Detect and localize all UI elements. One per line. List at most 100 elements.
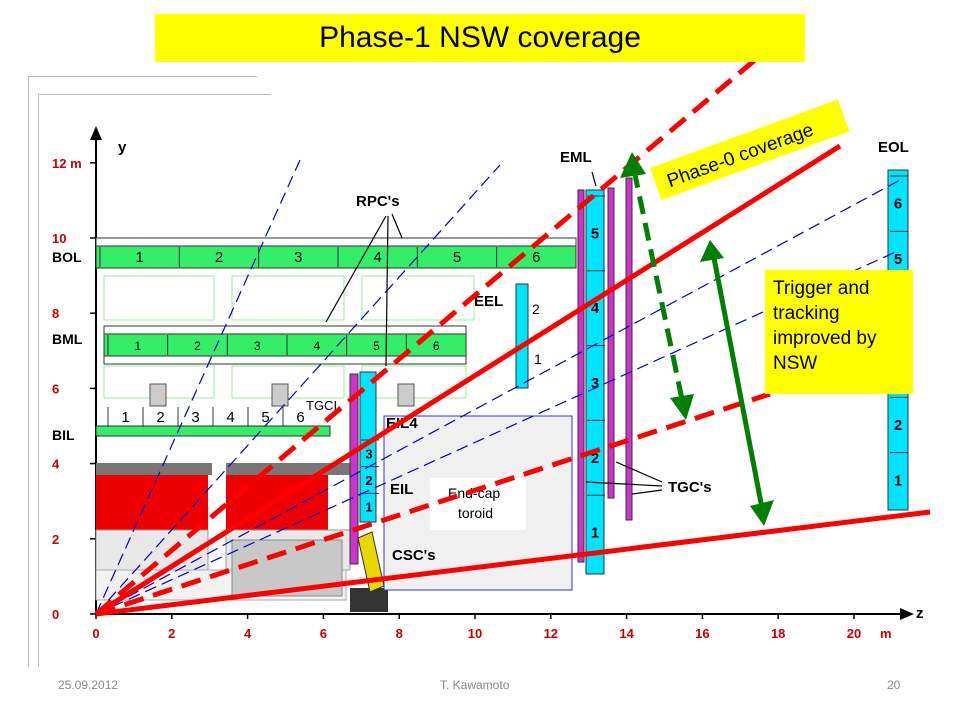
phase0-upper-line bbox=[94, 143, 842, 617]
y-tick-label: 4 bbox=[52, 457, 60, 472]
bml-label: BML bbox=[52, 331, 83, 347]
eta-line-3 bbox=[95, 179, 901, 615]
bml-support-2 bbox=[271, 383, 289, 407]
phase1-gain-arrow bbox=[631, 169, 686, 405]
eml-pointer bbox=[591, 171, 597, 187]
eta-line-1 bbox=[95, 159, 301, 615]
cell-number: 5 bbox=[373, 339, 380, 353]
cell-number: 4 bbox=[226, 409, 234, 426]
x-tick-label: 2 bbox=[168, 626, 175, 641]
cell-number: 4 bbox=[591, 300, 600, 317]
x-tick-label: 0 bbox=[92, 626, 99, 641]
x-axis-arrow bbox=[900, 608, 914, 620]
eil-tgc-strip bbox=[349, 373, 359, 565]
cell-number: 5 bbox=[894, 251, 902, 268]
csc-label: CSC's bbox=[392, 547, 436, 564]
cell-number: 5 bbox=[591, 225, 599, 242]
eol-label: EOL bbox=[878, 139, 909, 156]
slide-frame-outer bbox=[28, 76, 257, 667]
bil-label: BIL bbox=[52, 427, 75, 443]
phase1-gain-arrowhead-top bbox=[620, 152, 646, 178]
eml-chamber bbox=[585, 189, 605, 575]
cell-number: 5 bbox=[261, 409, 269, 426]
cell-number: 4 bbox=[313, 339, 320, 353]
phase0-tag-bg bbox=[650, 99, 850, 200]
eil-label: EIL bbox=[390, 481, 413, 498]
trigger-improvement-arrow bbox=[711, 257, 765, 509]
bml-support-3 bbox=[397, 383, 415, 407]
cell-number: 3 bbox=[294, 249, 302, 266]
cell-number: 6 bbox=[296, 409, 304, 426]
trigger-arrowhead-top bbox=[700, 240, 724, 262]
callout-line-1: Trigger and bbox=[773, 278, 870, 299]
coverage-lines bbox=[94, 52, 931, 617]
green-arrows bbox=[631, 169, 765, 509]
cell-number: 1 bbox=[365, 500, 372, 515]
tgci-label: TGCI bbox=[306, 398, 337, 413]
cell-number: 1 bbox=[134, 339, 141, 353]
phase0-lower-line bbox=[95, 509, 931, 617]
eel-cell-2: 2 bbox=[532, 301, 540, 317]
tgc-pointers bbox=[585, 461, 663, 495]
cell-number: 1 bbox=[121, 409, 129, 426]
callout-line-4: NSW bbox=[773, 353, 818, 374]
callout-line-2: tracking bbox=[773, 303, 840, 324]
calorimeter-top-left bbox=[96, 463, 212, 475]
cell-number: 6 bbox=[532, 249, 540, 266]
trigger-arrowhead-bottom bbox=[750, 500, 774, 526]
cell-number: 3 bbox=[254, 339, 261, 353]
eta-line-2 bbox=[95, 164, 501, 615]
x-axis-label: z bbox=[916, 605, 924, 622]
rpc-pointer-1 bbox=[325, 215, 387, 323]
shielding-block bbox=[350, 588, 388, 612]
cell-number: 4 bbox=[373, 249, 381, 266]
footer-page-number: 20 bbox=[887, 678, 901, 692]
tgc-pointer-2 bbox=[585, 481, 663, 487]
tgc-pointer-1 bbox=[615, 461, 663, 483]
eml-tgc-strip-2 bbox=[607, 187, 615, 499]
toroid-label-bg bbox=[430, 478, 526, 530]
x-tick-label: 10 bbox=[468, 626, 482, 641]
y-tick-label: 0 bbox=[52, 607, 59, 622]
bml-rpc-strip-top bbox=[103, 325, 467, 335]
eel-label: EEL bbox=[474, 293, 503, 310]
calorimeter-red-left bbox=[96, 475, 208, 530]
y-tick-label: 10 bbox=[52, 231, 66, 246]
bml-support-1 bbox=[149, 383, 167, 407]
x-tick-label: 14 bbox=[619, 626, 634, 641]
y-tick-label: 12 m bbox=[52, 156, 82, 171]
y-tick-label: 2 bbox=[52, 532, 59, 547]
footer-date: 25.09.2012 bbox=[58, 678, 119, 692]
eel-cell-1: 1 bbox=[534, 351, 542, 367]
calorimeter-region bbox=[95, 463, 388, 612]
cell-number: 5 bbox=[453, 249, 461, 266]
footer-author: T. Kawamoto bbox=[440, 678, 510, 692]
bil-chamber bbox=[95, 425, 331, 437]
bml-chamber bbox=[103, 333, 467, 357]
y-tick-label: 6 bbox=[52, 381, 59, 396]
eta-lines bbox=[95, 159, 901, 615]
x-tick-label: 8 bbox=[396, 626, 403, 641]
y-tick-label: 8 bbox=[52, 306, 59, 321]
cell-number: 2 bbox=[591, 450, 599, 467]
toroid-label-line2: toroid bbox=[458, 505, 493, 521]
phase1-upper-dashed-line bbox=[94, 52, 764, 616]
tgc-pointer-3 bbox=[631, 489, 663, 495]
bol-outline-2 bbox=[231, 275, 345, 321]
phase1-gain-arrowhead-bottom bbox=[670, 394, 694, 420]
cell-number: 3 bbox=[191, 409, 199, 426]
bol-chamber bbox=[95, 245, 577, 269]
bml-rpc-strip-bottom bbox=[103, 355, 467, 365]
bol-label: BOL bbox=[52, 249, 82, 265]
eml-tgc-strip-1 bbox=[577, 189, 585, 563]
cell-number: 6 bbox=[894, 196, 902, 213]
x-tick-label: 16 bbox=[695, 626, 709, 641]
rpc-label: RPC's bbox=[356, 193, 400, 210]
